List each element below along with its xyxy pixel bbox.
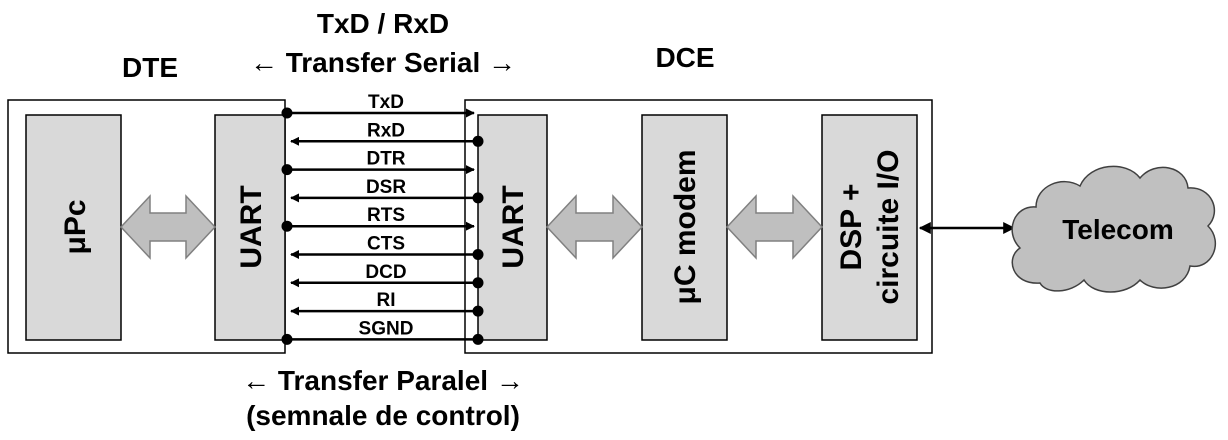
signal-label: DCD bbox=[365, 262, 406, 283]
upc-label: μPc bbox=[59, 199, 92, 254]
dsp-label-line1: DSP + bbox=[835, 184, 868, 271]
bus-arrow-modem-dsp bbox=[725, 194, 824, 260]
uart-dte-block bbox=[214, 114, 286, 341]
uart-dce-label: UART bbox=[497, 185, 530, 268]
serial-title-line2: ← Transfer Serial → bbox=[250, 47, 516, 78]
telecom-cloud bbox=[1011, 165, 1217, 293]
signal-origin-dot bbox=[281, 333, 293, 345]
signal-origin-dot bbox=[281, 220, 293, 232]
signal-origin-dot bbox=[472, 305, 484, 317]
bus-arrow-upc-uart bbox=[119, 194, 217, 260]
uart-dte-label: UART bbox=[235, 185, 268, 268]
signal-label: CTS bbox=[367, 234, 405, 255]
bus-arrow-uart-modem bbox=[545, 194, 644, 260]
signal-lines: TxD RxD DTR DSR RTS CTS DCD RI SGND bbox=[281, 92, 484, 345]
dsp-label-line2: circuite I/O bbox=[872, 149, 905, 304]
signal-txd: TxD bbox=[281, 92, 475, 119]
signal-rts: RTS bbox=[281, 205, 475, 232]
signal-cts: CTS bbox=[290, 234, 484, 260]
serial-title-line1: TxD / RxD bbox=[317, 8, 449, 39]
dce-label: DCE bbox=[655, 42, 714, 73]
uc-modem-block bbox=[641, 114, 728, 341]
parallel-title-line2: (semnale de control) bbox=[246, 400, 520, 431]
signal-label: RI bbox=[377, 290, 396, 311]
signal-label: DSR bbox=[366, 177, 406, 198]
signal-label: SGND bbox=[359, 318, 414, 339]
signal-origin-dot bbox=[472, 249, 484, 260]
dte-label: DTE bbox=[122, 52, 178, 83]
signal-label: RxD bbox=[367, 120, 405, 141]
signal-rxd: RxD bbox=[290, 120, 484, 147]
signal-origin-dot bbox=[281, 107, 293, 119]
signal-origin-dot bbox=[281, 164, 293, 176]
signal-origin-dot bbox=[472, 135, 484, 147]
signal-label: TxD bbox=[368, 92, 404, 113]
parallel-title-line1: ← Transfer Paralel → bbox=[242, 365, 524, 396]
signal-dcd: DCD bbox=[290, 262, 484, 289]
signal-sgnd: SGND bbox=[281, 318, 484, 345]
upc-block bbox=[25, 114, 122, 341]
uart-dce-block bbox=[477, 114, 548, 341]
signal-dsr: DSR bbox=[290, 177, 484, 204]
telecom-label: Telecom bbox=[1062, 214, 1174, 245]
signal-origin-dot bbox=[472, 192, 484, 204]
signal-origin-dot bbox=[472, 277, 484, 289]
signal-dtr: DTR bbox=[281, 149, 475, 176]
uc-modem-label: μC modem bbox=[669, 149, 702, 304]
signal-label: DTR bbox=[366, 149, 405, 170]
signal-label: RTS bbox=[367, 205, 405, 226]
signal-origin-dot bbox=[472, 333, 484, 345]
dsp-block bbox=[821, 114, 918, 341]
signal-ri: RI bbox=[290, 290, 484, 317]
